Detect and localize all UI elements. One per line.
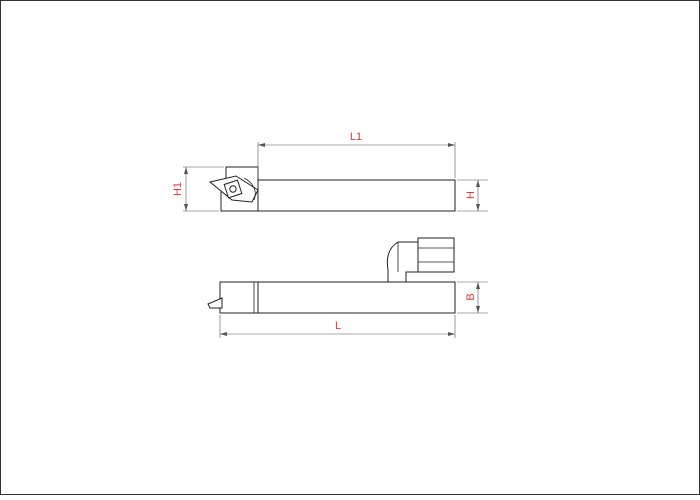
top-view-insert-screw bbox=[229, 185, 237, 193]
dimension-l1-label: L1 bbox=[350, 131, 362, 143]
dimension-l-label: L bbox=[335, 320, 341, 332]
dimension-l1: L1 bbox=[257, 131, 456, 178]
top-view bbox=[208, 166, 456, 212]
dimension-h: H bbox=[457, 179, 488, 212]
top-view-clamp bbox=[243, 177, 256, 201]
side-view-blade bbox=[207, 297, 223, 309]
dimension-l: L bbox=[219, 315, 456, 338]
dimension-h1: H1 bbox=[172, 166, 224, 212]
side-view-coolant-nut bbox=[417, 237, 455, 273]
side-view-shank bbox=[257, 281, 456, 314]
top-view-shank bbox=[257, 179, 456, 212]
side-view-coolant-elbow bbox=[386, 241, 419, 283]
side-view-head bbox=[219, 281, 259, 314]
dimension-h1-label: H1 bbox=[172, 182, 184, 196]
dimension-b: B bbox=[457, 281, 488, 314]
dimension-b-label: B bbox=[465, 293, 477, 300]
side-view bbox=[207, 237, 456, 314]
dimension-h-label: H bbox=[465, 191, 477, 199]
